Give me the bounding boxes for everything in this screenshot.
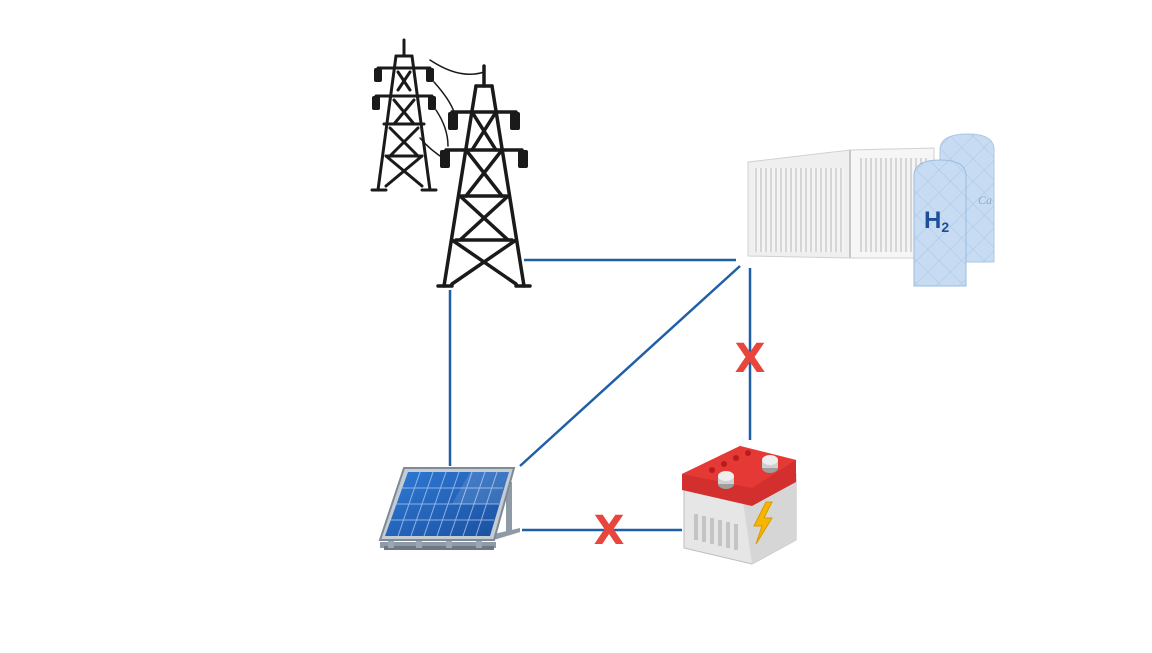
battery-icon xyxy=(682,446,797,565)
solar-panel-icon xyxy=(378,467,520,550)
tank-watermark: Ca xyxy=(978,193,992,207)
hydrogen-storage-icon: Ca H2 xyxy=(747,133,995,287)
blocked-marker-solar-battery: X xyxy=(594,508,625,554)
blocked-marker-hydrogen-battery: X xyxy=(735,336,766,382)
connections xyxy=(448,258,752,532)
connection-solar-hydrogen xyxy=(519,265,741,467)
transmission-tower-icon xyxy=(370,38,532,288)
